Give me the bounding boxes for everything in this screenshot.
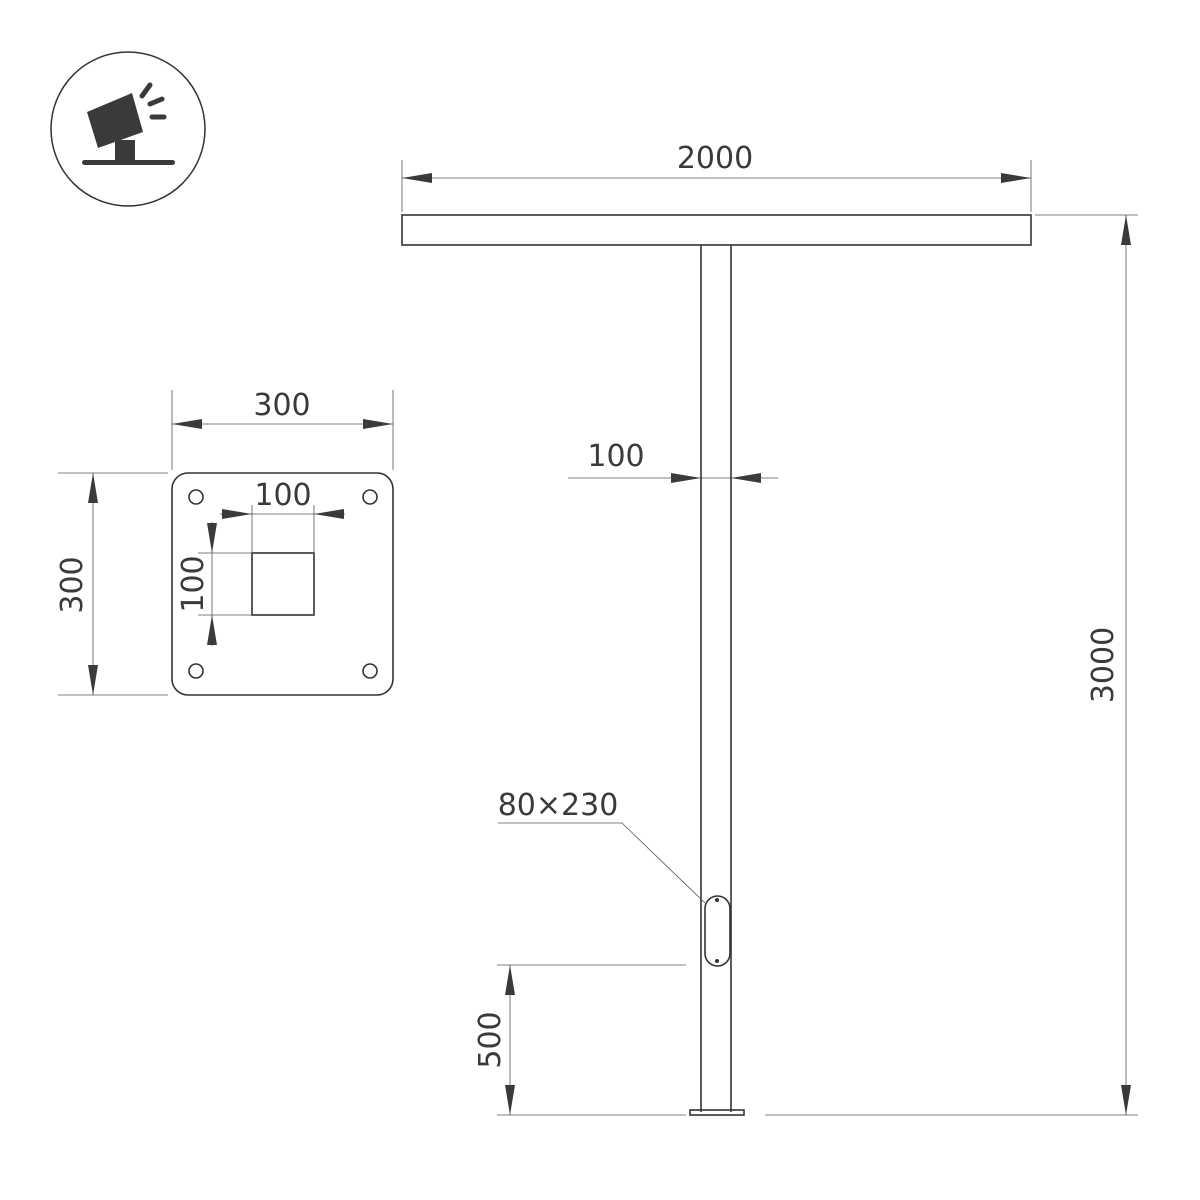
pole-width-dimension: 100 bbox=[568, 439, 778, 483]
base-plate bbox=[171, 472, 394, 696]
crossbar-width-dimension: 2000 bbox=[401, 141, 1032, 212]
total-height-dimension: 3000 bbox=[765, 214, 1138, 1116]
base-hole-width-label: 100 bbox=[254, 478, 311, 513]
base-height-dimension: 300 bbox=[55, 472, 168, 696]
service-hatch bbox=[704, 895, 731, 967]
base-hole-height-label: 100 bbox=[176, 555, 211, 612]
base-hole-height-dimension: 100 bbox=[176, 522, 252, 646]
total-height-label: 3000 bbox=[1086, 627, 1121, 703]
pole bbox=[401, 214, 1032, 1116]
base-width-label: 300 bbox=[253, 388, 310, 423]
hatch-height-dimension: 500 bbox=[473, 964, 686, 1116]
base-height-label: 300 bbox=[55, 556, 90, 613]
pole-width-label: 100 bbox=[587, 439, 644, 474]
base-width-dimension: 300 bbox=[171, 388, 394, 470]
hatch-size-label: 80×230 bbox=[498, 788, 619, 823]
hatch-height-label: 500 bbox=[473, 1011, 508, 1068]
spotlight-on-pole-icon bbox=[50, 51, 206, 207]
hatch-callout: 80×230 bbox=[498, 788, 706, 904]
base-hole-width-dimension: 100 bbox=[220, 478, 345, 553]
crossbar-width-label: 2000 bbox=[677, 141, 753, 176]
